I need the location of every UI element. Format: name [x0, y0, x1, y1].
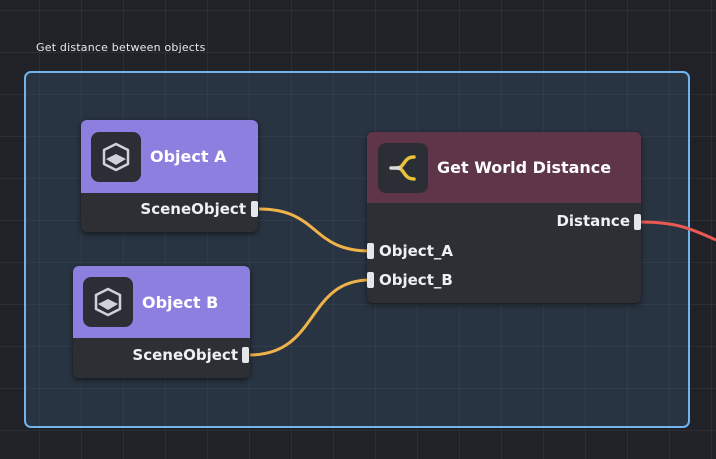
object-b-title: Object B [142, 292, 219, 312]
get-world-distance-title: Get World Distance [437, 158, 612, 177]
cube-icon [83, 277, 133, 327]
object-b-input-label: Object_B [379, 271, 453, 289]
object-a-input-label: Object_A [379, 242, 453, 260]
object-b-node[interactable]: Object B SceneObject [73, 266, 250, 378]
distance-output-label: Distance [556, 212, 630, 230]
group-title: Get distance between objects [36, 41, 206, 54]
object-a-output-port[interactable] [251, 201, 258, 217]
object-a-input-port[interactable] [367, 243, 374, 259]
get-world-distance-node-header[interactable]: Get World Distance [367, 132, 641, 203]
object-a-output-label: SceneObject [140, 200, 246, 218]
object-a-title: Object A [150, 147, 227, 166]
cube-icon [91, 131, 141, 182]
distance-output-port[interactable] [634, 214, 641, 230]
object-b-output-label: SceneObject [132, 346, 238, 364]
object-b-input-port[interactable] [367, 272, 374, 288]
branch-icon [378, 142, 428, 193]
object-b-output-port[interactable] [242, 347, 249, 363]
object-a-node[interactable]: Object A SceneObject [81, 120, 258, 232]
get-world-distance-node[interactable]: Get World Distance Distance Object_A Obj… [367, 132, 641, 303]
object-a-node-header[interactable]: Object A [81, 120, 258, 193]
object-b-node-header[interactable]: Object B [73, 266, 250, 338]
